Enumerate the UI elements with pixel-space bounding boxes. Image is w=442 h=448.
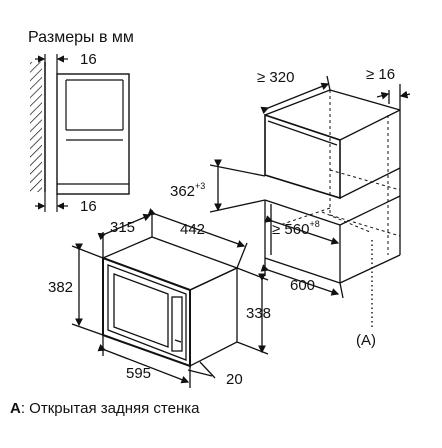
appliance-drawing xyxy=(71,208,269,388)
legend-caption: A: Открытая задняя стенка xyxy=(10,400,199,417)
appliance-height-label: 382 xyxy=(48,279,73,296)
app-height-ext-bottom xyxy=(71,323,104,336)
cab-gap-arrow xyxy=(376,91,390,100)
cab-width-arrow xyxy=(260,82,330,115)
dimensions-title: Размеры в мм xyxy=(28,29,134,46)
appliance-thickness-label: 20 xyxy=(226,371,243,388)
cabinet-upper-panel-inner xyxy=(267,120,338,146)
legend-key: A xyxy=(10,400,21,417)
cabinet-drawing xyxy=(209,75,411,328)
cabinet-hidden-mid xyxy=(329,169,401,191)
side-view xyxy=(30,54,130,212)
cab-width-ext xyxy=(326,75,331,91)
app-body-ext-bottom xyxy=(236,341,269,355)
cab-depth-ext-2 xyxy=(339,282,344,299)
cabinet-top-left xyxy=(264,89,331,116)
niche-width-label: ≥ 560+8 xyxy=(272,219,320,238)
niche-bottom-right xyxy=(339,254,401,284)
app-front-arrow xyxy=(97,344,190,384)
cabinet-upper-panel xyxy=(264,113,341,200)
cabinet-top-back xyxy=(329,89,401,111)
app-thick-ext xyxy=(199,361,216,379)
app-height-ext-top xyxy=(71,245,104,259)
appliance-body-height-label: 338 xyxy=(246,305,271,322)
cabinet-side-gap-label: ≥ 16 xyxy=(366,66,395,83)
niche-width-arrow xyxy=(264,215,340,245)
appliance-front-width-label: 595 xyxy=(126,365,151,382)
niche-height-label: 362+3 xyxy=(170,181,205,200)
side-cabinet xyxy=(56,73,130,195)
cabinet-depth-label: 600 xyxy=(290,277,315,294)
appliance-front-inner xyxy=(107,264,187,361)
appliance-width-label: 442 xyxy=(180,221,205,238)
appliance-depth-label: 315 xyxy=(110,219,135,236)
cab-depth-arrow xyxy=(260,264,340,296)
app-body-ext-top xyxy=(236,267,269,281)
cabinet-hidden-back-bottom xyxy=(329,214,401,237)
cabinet-top-right xyxy=(339,109,401,141)
legend-text: : Открытая задняя стенка xyxy=(20,400,200,417)
appliance-control-line xyxy=(174,339,182,343)
cab-gap-arrow-2 xyxy=(399,90,411,99)
wall-hatch xyxy=(30,62,42,192)
side-bottom-gap-label: 16 xyxy=(80,198,97,215)
cabinet-width-label: ≥ 320 xyxy=(257,69,294,86)
niche-top-right xyxy=(339,195,401,226)
app-thick-arrow xyxy=(187,369,213,377)
appliance-control-panel xyxy=(171,296,183,352)
open-back-marker: (A) xyxy=(356,332,376,349)
app-width-arrow xyxy=(147,208,246,248)
appliance-right-side xyxy=(189,266,238,368)
cabinet-right-front-edge xyxy=(339,167,401,199)
app-width-ext xyxy=(236,242,248,269)
app-depth-arrow xyxy=(97,213,152,241)
side-top-gap-label: 16 xyxy=(80,51,97,68)
